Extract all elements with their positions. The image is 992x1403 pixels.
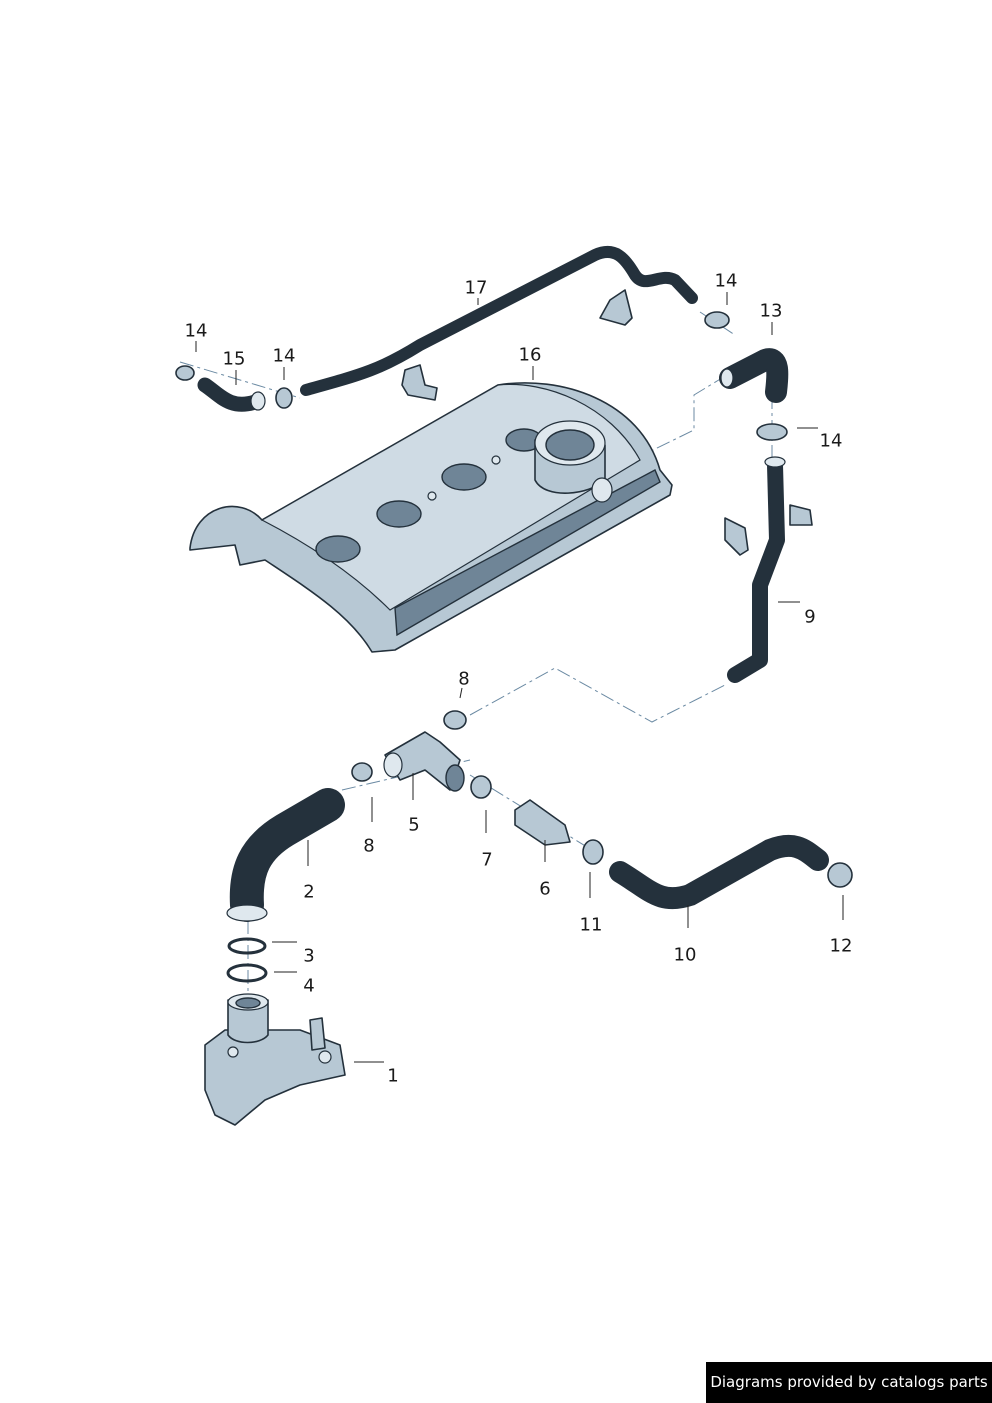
- callout-6[interactable]: 6: [539, 878, 551, 900]
- circlip-4: [226, 963, 268, 983]
- hose-10: [609, 834, 829, 910]
- callout-4[interactable]: 4: [303, 975, 315, 997]
- clamp-7: [470, 775, 492, 799]
- credit-banner: Diagrams provided by catalogs parts: [706, 1362, 992, 1403]
- hose-clamps-14: [175, 311, 788, 441]
- callout-2[interactable]: 2: [303, 881, 315, 903]
- callout-14-left[interactable]: 14: [184, 320, 208, 342]
- elbow-13: [719, 348, 789, 403]
- pipe-9: [724, 456, 813, 683]
- housing-1: [204, 993, 346, 1126]
- hose-clamps-8: [351, 710, 467, 782]
- callout-16[interactable]: 16: [518, 344, 542, 366]
- callout-14-mid[interactable]: 14: [272, 345, 296, 367]
- callout-1[interactable]: 1: [387, 1065, 399, 1087]
- callout-8-lower[interactable]: 8: [363, 835, 375, 857]
- callout-14-top-right[interactable]: 14: [714, 270, 738, 292]
- o-ring-3: [227, 937, 267, 955]
- callout-17[interactable]: 17: [464, 277, 488, 299]
- tee-piece-5: [383, 731, 465, 792]
- breather-pipe-17: [300, 245, 698, 401]
- callout-13[interactable]: 13: [759, 300, 783, 322]
- hose-2: [226, 788, 345, 922]
- callout-3[interactable]: 3: [303, 945, 315, 967]
- elbow-hose-15: [197, 377, 266, 412]
- callout-9[interactable]: 9: [804, 606, 816, 628]
- callout-11[interactable]: 11: [579, 914, 603, 936]
- callout-5[interactable]: 5: [408, 814, 420, 836]
- valve-cover-16: [189, 382, 673, 653]
- clamp-11: [582, 839, 604, 865]
- callout-10[interactable]: 10: [673, 944, 697, 966]
- valve-6: [514, 799, 571, 846]
- callout-15[interactable]: 15: [222, 348, 246, 370]
- callout-7[interactable]: 7: [481, 849, 493, 871]
- callout-12[interactable]: 12: [829, 935, 853, 957]
- callout-14-right[interactable]: 14: [819, 430, 843, 452]
- leader-lines: [195, 292, 844, 1063]
- callout-8-upper[interactable]: 8: [458, 668, 470, 690]
- clamp-12: [827, 862, 853, 888]
